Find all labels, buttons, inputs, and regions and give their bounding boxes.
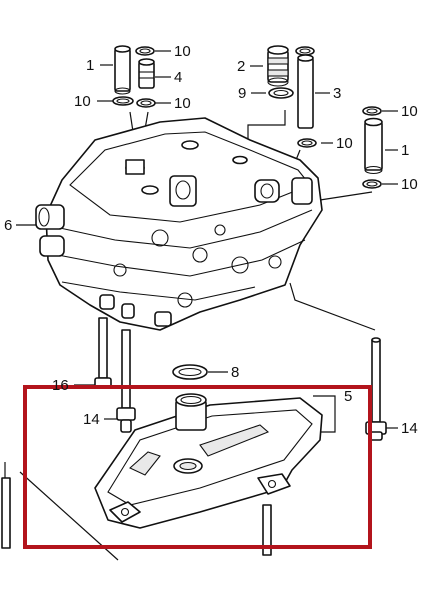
part-2-collar — [267, 45, 289, 87]
callout-10-f: 10 — [401, 176, 418, 193]
bolt-left-long — [94, 317, 112, 389]
part-9-o-ring — [268, 87, 294, 99]
bolt-lower-left — [1, 477, 11, 549]
callout-5: 5 — [344, 388, 352, 405]
callout-8: 8 — [231, 364, 239, 381]
part-1-tube-left — [114, 45, 131, 95]
callout-6: 6 — [4, 217, 12, 234]
callout-1-right: 1 — [401, 142, 409, 159]
callout-10-e: 10 — [401, 103, 418, 120]
callout-9: 9 — [238, 85, 246, 102]
callout-2: 2 — [237, 58, 245, 75]
bolt-center — [116, 329, 136, 433]
callout-4: 4 — [174, 69, 182, 86]
part-1-tube-right — [362, 106, 383, 189]
part-5-oil-filter — [94, 393, 323, 529]
callout-14-right: 14 — [401, 420, 418, 437]
seal-ring-group-left — [112, 46, 156, 108]
callout-10-d: 10 — [336, 135, 353, 152]
callout-1-left: 1 — [86, 57, 94, 74]
part-8-o-ring — [172, 364, 208, 380]
valve-body-assembly — [35, 117, 323, 331]
callout-10-c: 10 — [174, 95, 191, 112]
part-3-long-tube — [295, 46, 317, 148]
bolt-lower-filter — [262, 504, 272, 556]
callout-10-b: 10 — [74, 93, 91, 110]
callout-labels: 1 10 4 10 10 2 9 3 10 10 1 10 6 8 16 5 1… — [4, 43, 418, 437]
callout-3: 3 — [333, 85, 341, 102]
callout-10-a: 10 — [174, 43, 191, 60]
callout-14-left: 14 — [83, 411, 100, 428]
callout-16: 16 — [52, 377, 69, 394]
part-4-collar — [138, 58, 155, 89]
highlight-box — [23, 385, 372, 549]
